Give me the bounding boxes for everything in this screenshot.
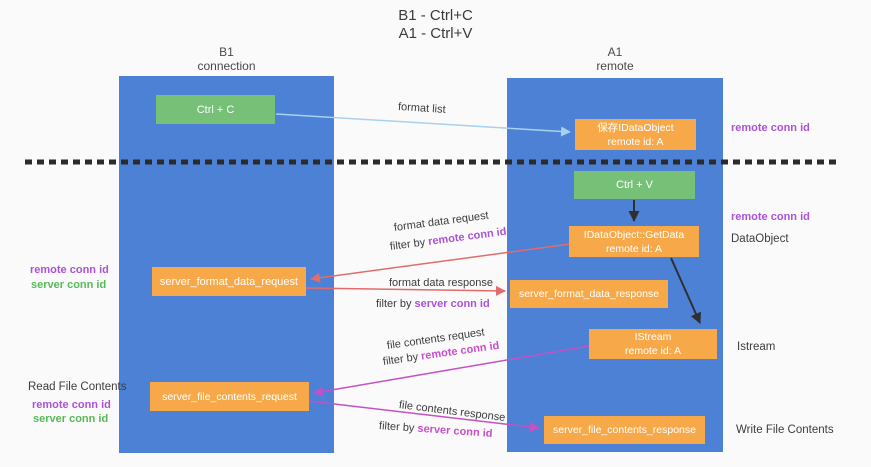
node-istream-line2: remote id: A: [624, 345, 682, 357]
label-remote-conn-id-left-file: remote conn id: [32, 399, 111, 411]
label-write-file-contents: Write File Contents: [736, 424, 834, 436]
node-ctrl-c: Ctrl + C: [156, 95, 275, 124]
label-server-conn-id-left-file: server conn id: [33, 413, 109, 425]
title-line-2: A1 - Ctrl+V: [398, 25, 473, 42]
node-idataobject-getdata: IDataObject::GetData remote id: A: [569, 226, 699, 257]
filter-key-remote-conn-id: remote conn id: [427, 225, 508, 248]
node-idataobject-getdata-line1: IDataObject::GetData: [583, 228, 685, 241]
filter-key-server-conn-id: server conn id: [414, 298, 490, 310]
label-format-data-response: format data response: [389, 277, 493, 289]
lane-role-b1: connection: [197, 59, 256, 73]
label-file-contents-response-filter: filter by server conn id: [379, 420, 493, 440]
node-ctrl-v: Ctrl + V: [574, 171, 695, 199]
lane-header-b1: B1 connection: [119, 45, 334, 73]
node-istream: IStream remote id: A: [589, 329, 717, 359]
node-server-file-contents-response-label: server_file_contents_response: [552, 424, 696, 436]
label-remote-conn-id-top-right: remote conn id: [731, 122, 810, 134]
label-read-file-contents: Read File Contents: [28, 381, 127, 393]
node-server-file-contents-response: server_file_contents_response: [544, 416, 705, 444]
filter-prefix: filter by: [382, 350, 422, 368]
lane-name-a1: A1: [607, 45, 623, 59]
node-ctrl-c-label: Ctrl + C: [196, 103, 235, 116]
lane-role-a1: remote: [596, 59, 634, 73]
label-remote-conn-id-mid-right: remote conn id: [731, 211, 810, 223]
lane-header-a1: A1 remote: [507, 45, 723, 73]
node-server-format-data-response-label: server_format_data_response: [518, 288, 660, 300]
node-server-format-data-response: server_format_data_response: [510, 280, 668, 308]
label-format-list: format list: [397, 101, 446, 116]
title-line-1: B1 - Ctrl+C: [398, 7, 473, 24]
lane-name-b1: B1: [219, 45, 234, 59]
node-server-file-contents-request-label: server_file_contents_request: [162, 390, 297, 403]
label-format-data-response-filter: filter by server conn id: [376, 298, 490, 310]
label-server-conn-id-left-format: server conn id: [31, 279, 107, 291]
filter-prefix: filter by: [376, 298, 415, 310]
filter-prefix: filter by: [389, 236, 429, 253]
label-remote-conn-id-left-format: remote conn id: [30, 264, 109, 276]
node-save-idataobject-line2: remote id: A: [607, 135, 664, 148]
filter-key-server-conn-id: server conn id: [417, 422, 493, 440]
label-file-contents-response: file contents response: [398, 399, 506, 424]
node-istream-line1: IStream: [634, 331, 672, 343]
node-server-file-contents-request: server_file_contents_request: [150, 382, 309, 411]
label-dataobject: DataObject: [731, 233, 789, 245]
filter-prefix: filter by: [378, 420, 418, 435]
node-save-idataobject-line1: 保存IDataObject: [597, 121, 674, 134]
node-save-idataobject: 保存IDataObject remote id: A: [575, 119, 696, 150]
diagram-title: B1 - Ctrl+C A1 - Ctrl+V: [0, 7, 871, 43]
label-istream: Istream: [737, 341, 776, 353]
node-server-format-data-request-label: server_format_data_request: [159, 275, 299, 288]
node-server-format-data-request: server_format_data_request: [152, 267, 306, 296]
node-ctrl-v-label: Ctrl + V: [616, 179, 653, 191]
node-idataobject-getdata-line2: remote id: A: [605, 242, 663, 255]
